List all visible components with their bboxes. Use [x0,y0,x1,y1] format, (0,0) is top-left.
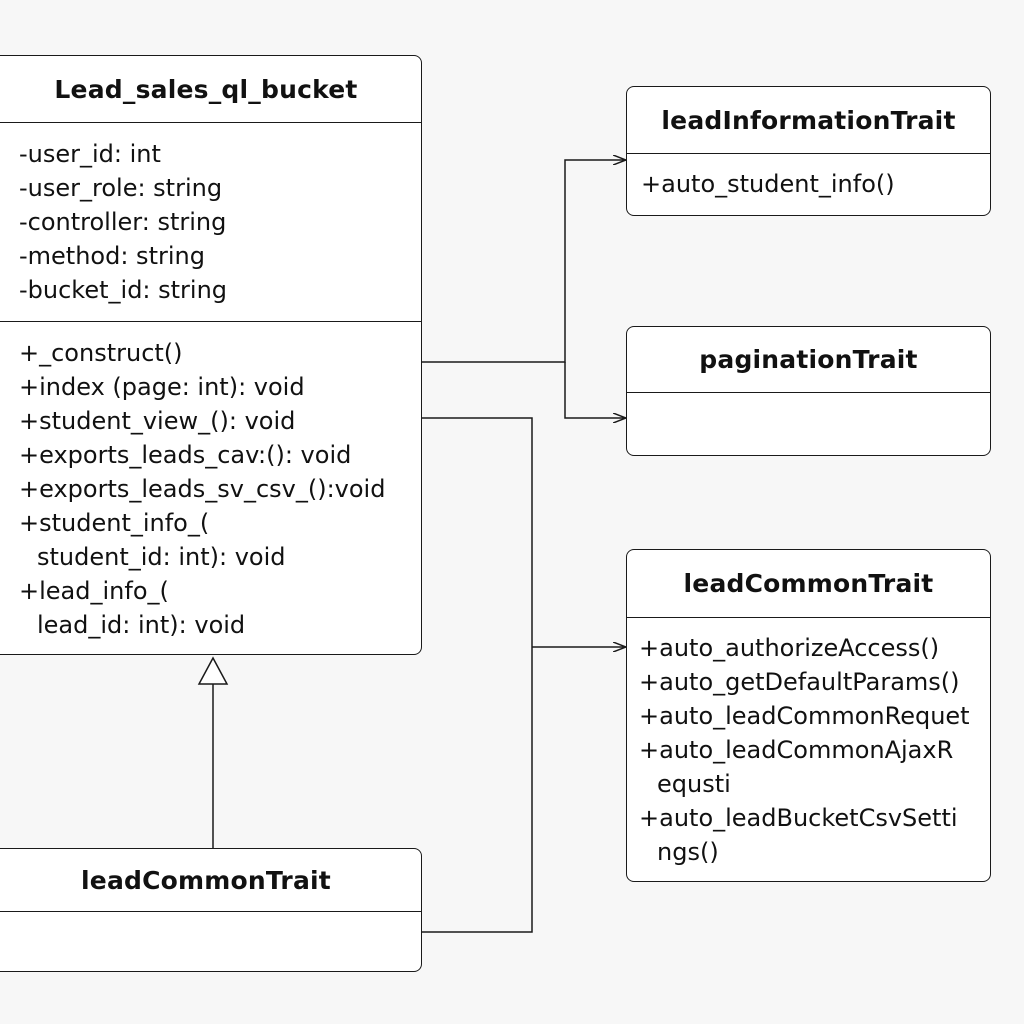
inheritance-triangle-icon [197,656,229,685]
method: +lead_info_( [19,577,169,605]
class-methods: +_construct() +index (page: int): void +… [0,322,421,642]
attribute: -method: string [19,242,205,270]
method: +exports_leads_sv_csv_():void [19,475,386,503]
class-name: leadInformationTrait [627,87,990,154]
class-lead-sales-ql-bucket[interactable]: Lead_sales_ql_bucket -user_id: int -user… [0,55,422,655]
method-continuation: ngs() [657,838,719,866]
method: +exports_leads_cav:(): void [19,441,352,469]
class-attributes: -user_id: int -user_role: string -contro… [0,123,421,322]
method: +auto_student_info() [641,170,895,198]
class-methods-empty [0,912,421,971]
method: +auto_leadCommonAjaxR [639,736,954,764]
attribute: -user_role: string [19,174,223,202]
class-methods: +auto_student_info() [627,154,990,201]
method: +auto_authorizeAccess() [639,634,940,662]
class-name: leadCommonTrait [627,550,990,618]
class-lead-information-trait[interactable]: leadInformationTrait +auto_student_info(… [626,86,991,216]
attribute: -user_id: int [19,140,161,168]
connector-main-to-information-trait [422,160,626,363]
connector-main-to-common-trait [422,417,533,933]
method-continuation: student_id: int): void [37,543,286,571]
class-methods-empty [627,393,990,453]
method: +student_info_( [19,509,210,537]
method: +index (page: int): void [19,373,305,401]
class-pagination-trait[interactable]: paginationTrait [626,326,991,456]
class-name: Lead_sales_ql_bucket [0,56,421,123]
method: +auto_getDefaultParams() [639,668,960,696]
class-lead-common-trait-bottom[interactable]: leadCommonTrait [0,848,422,972]
method-continuation: lead_id: int): void [37,611,246,639]
method: +student_view_(): void [19,407,296,435]
attribute: -bucket_id: string [19,276,228,304]
method: +auto_leadCommonRequet [639,702,970,730]
class-name: paginationTrait [627,327,990,393]
attribute: -controller: string [19,208,227,236]
connector-main-to-pagination-trait [564,362,626,418]
method: +auto_leadBucketCsvSetti [639,804,958,832]
method-continuation: equsti [657,770,731,798]
class-methods: +auto_authorizeAccess() +auto_getDefault… [627,618,990,869]
method: +_construct() [19,339,183,367]
class-lead-common-trait-right[interactable]: leadCommonTrait +auto_authorizeAccess() … [626,549,991,882]
class-name: leadCommonTrait [0,849,421,912]
